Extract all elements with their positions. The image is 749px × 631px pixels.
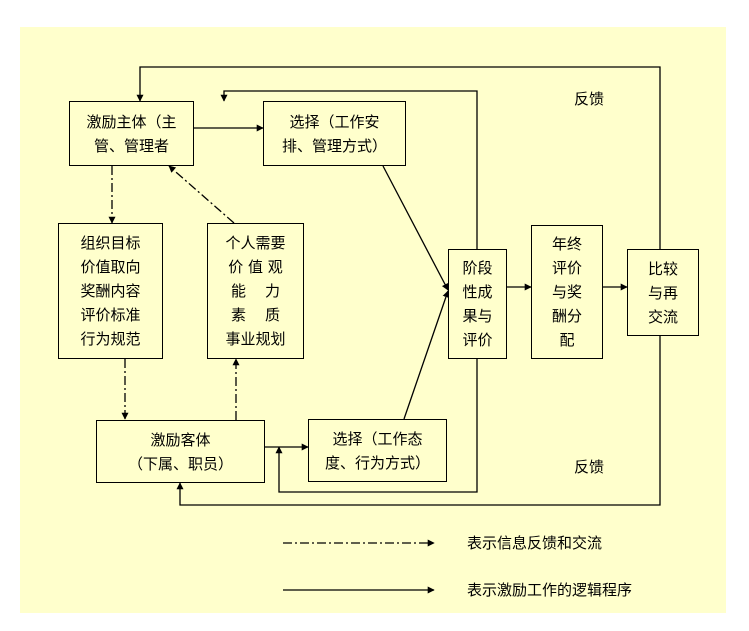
choice-top-box: 选择（工作安 排、管理方式） [263, 101, 406, 166]
organization-goals-text: 组织目标 价值取向 奖酬内容 评价标准 行为规范 [80, 234, 141, 348]
arrow-choice-top-to-stage [382, 165, 449, 291]
compare-exchange-box: 比较 与再 交流 [627, 249, 699, 336]
personal-needs-text: 个人需要 价 值 观 能 力 素 质 事业规划 [225, 234, 286, 348]
feedback-loop-top-outer [136, 66, 661, 249]
organization-goals-box: 组织目标 价值取向 奖酬内容 评价标准 行为规范 [58, 223, 163, 359]
personal-needs-box: 个人需要 价 值 观 能 力 素 质 事业规划 [207, 223, 304, 359]
feedback-loop-bottom-outer [176, 336, 661, 506]
incentive-subject-text: 激励主体（主 管、管理者 [86, 112, 177, 155]
incentive-object-box: 激励客体 （下属、职员） [96, 420, 265, 483]
arrow-choice-bottom-to-stage [403, 290, 450, 420]
legend-dashdot-label: 表示信息反馈和交流 [467, 534, 603, 552]
dashdot-personal-to-subject [168, 165, 235, 224]
year-end-evaluation-box: 年终 评价 与奖 酬分 配 [531, 225, 603, 359]
choice-top-text: 选择（工作安 排、管理方式） [281, 112, 387, 155]
stage-results-text: 阶段 性成 果与 评价 [462, 259, 493, 349]
stage-results-box: 阶段 性成 果与 评价 [448, 249, 507, 359]
choice-bottom-text: 选择（工作态 度、行为方式） [324, 429, 430, 472]
compare-exchange-text: 比较 与再 交流 [647, 259, 678, 326]
feedback-loop-bottom-inner [275, 359, 478, 493]
year-end-evaluation-text: 年终 评价 与奖 酬分 配 [551, 235, 582, 349]
feedback-label-bottom: 反馈 [574, 458, 605, 476]
choice-bottom-box: 选择（工作态 度、行为方式） [308, 419, 447, 482]
incentive-subject-box: 激励主体（主 管、管理者 [69, 101, 194, 166]
feedback-label-top: 反馈 [574, 90, 605, 108]
incentive-object-text: 激励客体 （下属、职员） [127, 430, 233, 473]
feedback-loop-top-inner [220, 90, 478, 249]
legend-solid-label: 表示激励工作的逻辑程序 [467, 581, 633, 599]
